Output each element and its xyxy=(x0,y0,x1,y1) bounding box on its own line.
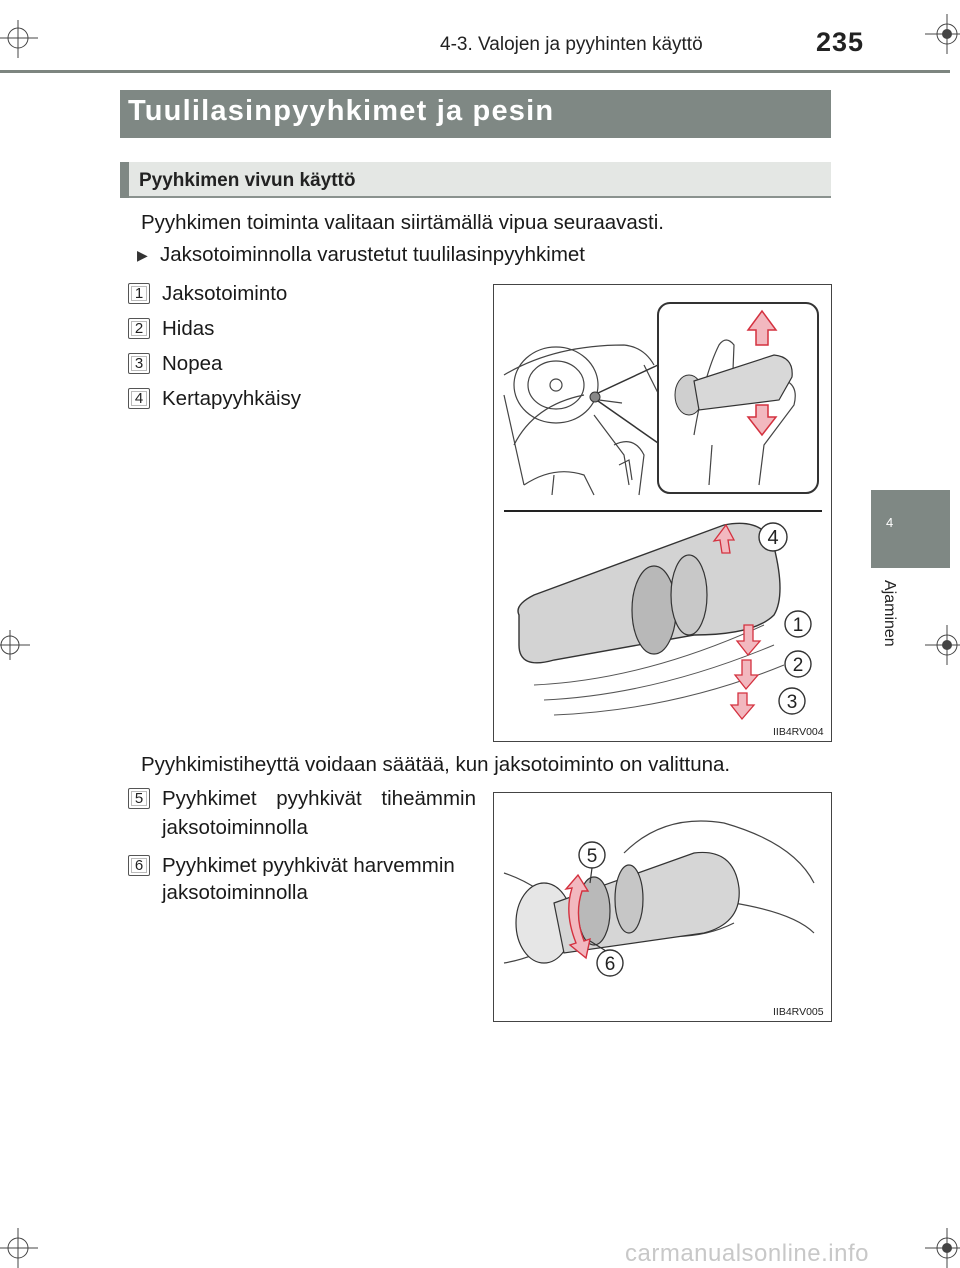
variant-heading: Jaksotoiminnolla varustetut tuulilasinpy… xyxy=(160,243,586,266)
page-number: 235 xyxy=(816,27,865,57)
mode-label: Kertapyyhkäisy xyxy=(162,387,302,410)
title-band xyxy=(120,90,831,138)
crop-mark-bottom-left xyxy=(0,1228,38,1268)
page-title: Tuulilasinpyyhkimet ja pesin xyxy=(128,95,555,127)
callout-6: 6 xyxy=(605,954,616,975)
mode-number-badge: 4 xyxy=(128,388,150,409)
crop-mark-top-left xyxy=(0,20,38,58)
chapter-number: 4 xyxy=(886,515,894,530)
subheading: Pyyhkimen vivun käyttö xyxy=(139,170,356,191)
header-section-title: 4-3. Valojen ja pyyhinten käyttö xyxy=(440,34,703,55)
crop-mark-bottom-right xyxy=(925,1228,960,1268)
callout-3: 3 xyxy=(787,692,798,713)
interval-text: Pyyhkimistiheyttä voidaan säätää, kun ja… xyxy=(141,753,731,776)
adjust-line-2: jaksotoiminnolla xyxy=(162,816,308,839)
header-rule xyxy=(0,70,950,73)
callout-5: 5 xyxy=(587,846,598,867)
watermark: carmanualsonline.info xyxy=(625,1240,869,1267)
wiper-lever-figure: 4 1 2 3 IIB4RV004 xyxy=(493,284,832,742)
callout-4: 4 xyxy=(767,527,778,549)
crop-mark-top-right xyxy=(925,14,960,54)
mode-number-badge: 3 xyxy=(128,353,150,374)
interval-ring-illustration: 5 6 xyxy=(503,820,815,977)
subheading-accent xyxy=(120,162,129,198)
callout-2: 2 xyxy=(793,655,804,676)
triangle-bullet-icon: ▶ xyxy=(137,247,148,263)
crop-mark-mid-left xyxy=(0,630,30,660)
adjust-line-2: jaksotoiminnolla xyxy=(162,881,308,904)
chapter-tab xyxy=(871,490,950,568)
crop-mark-mid-right xyxy=(925,625,960,665)
interval-ring-figure: 5 6 IIB4RV005 xyxy=(493,792,832,1022)
chapter-label: Ajaminen xyxy=(881,580,898,647)
adjust-line-1: Pyyhkimet pyyhkivät tiheämmin xyxy=(162,787,476,810)
callout-1: 1 xyxy=(793,615,804,636)
adjust-line-1: Pyyhkimet pyyhkivät harvemmin xyxy=(162,854,455,877)
subheading-band xyxy=(120,162,831,198)
mode-label: Nopea xyxy=(162,352,223,375)
figure-code: IIB4RV005 xyxy=(773,1006,824,1018)
adjust-number-badge: 5 xyxy=(128,788,150,809)
mode-label: Jaksotoiminto xyxy=(162,282,288,305)
intro-text: Pyyhkimen toiminta valitaan siirtämällä … xyxy=(141,211,664,234)
mode-number-badge: 1 xyxy=(128,283,150,304)
mode-label: Hidas xyxy=(162,317,215,340)
mode-number-badge: 2 xyxy=(128,318,150,339)
wiper-lever-illustration: 4 1 2 3 xyxy=(503,302,822,721)
adjust-number-badge: 6 xyxy=(128,855,150,876)
figure-code: IIB4RV004 xyxy=(773,726,824,738)
